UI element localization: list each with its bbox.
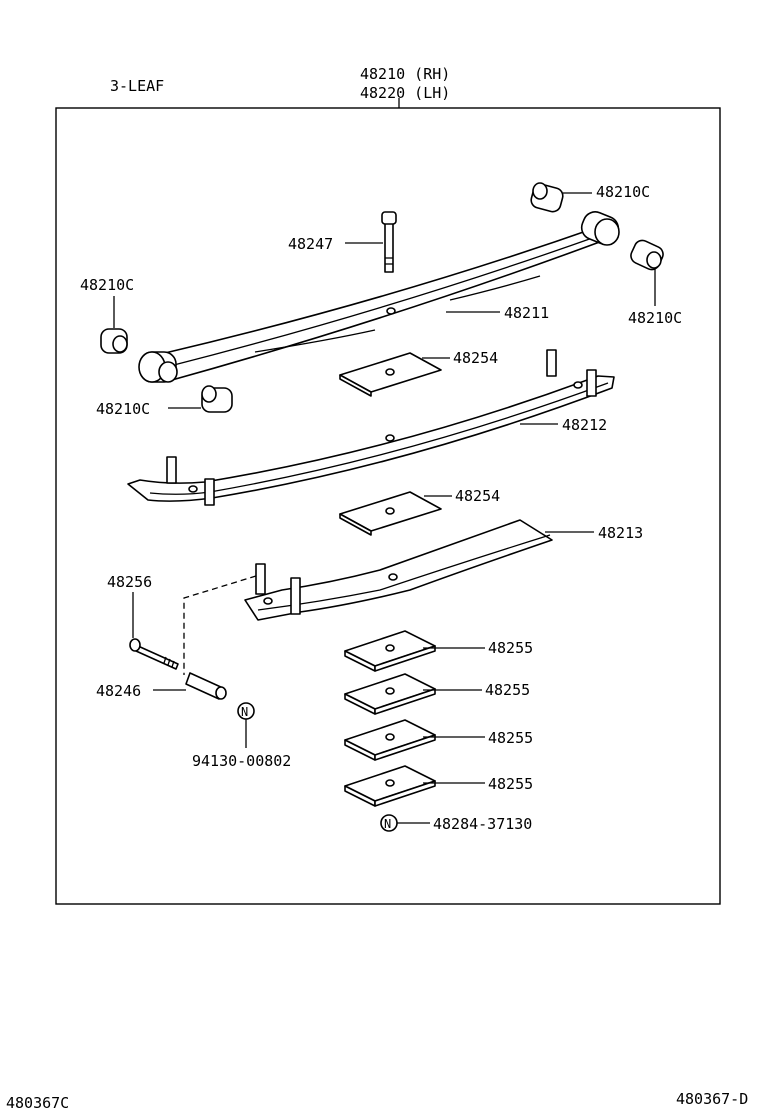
bushing-left-lower [201, 385, 233, 413]
bushing-upper-right-a [530, 182, 564, 213]
bushing-upper-right-b [630, 239, 664, 271]
clip-spacer-label: 48246 [96, 682, 141, 700]
pad-3c [344, 719, 436, 761]
leaf-1-eye-right [580, 211, 620, 246]
assembly-rh-label: 48210 (RH) [360, 65, 450, 83]
pad-2 [339, 491, 442, 536]
clip-bolt [129, 638, 179, 670]
pad-1 [339, 352, 442, 397]
diagram-frame [55, 107, 721, 905]
bushing-left-lower-label: 48210C [96, 400, 150, 418]
bottom-nut-part-label: 48284-37130 [433, 815, 532, 833]
footer-left-code: 480367C [6, 1094, 69, 1112]
new-part-mark-bottom-letter: N [384, 817, 391, 831]
pad-3a-label: 48255 [488, 639, 533, 657]
footer-right-code: 480367-D [676, 1090, 748, 1108]
clip-nut-part-label: 94130-00802 [192, 752, 291, 770]
pad-3a [344, 630, 436, 672]
pad-1-label: 48254 [453, 349, 498, 367]
pad-3b [344, 673, 436, 715]
pad-3c-label: 48255 [488, 729, 533, 747]
leaf-2-clip-left [166, 456, 215, 506]
leaf-3-label: 48213 [598, 524, 643, 542]
leaf-count-label: 3-LEAF [110, 77, 164, 95]
leaf-1-eye-left [138, 351, 178, 383]
leaf-2-clip-right [546, 349, 597, 397]
pad-2-label: 48254 [455, 487, 500, 505]
assembly-lh-label: 48220 (LH) [360, 84, 450, 102]
pad-3d-label: 48255 [488, 775, 533, 793]
pad-3d [344, 765, 436, 807]
leaf-3-clip [255, 563, 301, 615]
clip-bolt-label: 48256 [107, 573, 152, 591]
pad-3b-label: 48255 [485, 681, 530, 699]
bushing-left-upper [100, 328, 128, 354]
leaf-2-label: 48212 [562, 416, 607, 434]
leaf-3 [244, 519, 553, 621]
leaf-1-label: 48211 [504, 304, 549, 322]
new-part-mark-clip-letter: N [241, 705, 248, 719]
bushing-left-upper-label: 48210C [80, 276, 134, 294]
bushing-upper-right-a-label: 48210C [596, 183, 650, 201]
center-bolt [381, 211, 397, 273]
clip-spacer [185, 672, 227, 700]
center-bolt-label: 48247 [288, 235, 333, 253]
bushing-upper-right-b-label: 48210C [628, 309, 682, 327]
